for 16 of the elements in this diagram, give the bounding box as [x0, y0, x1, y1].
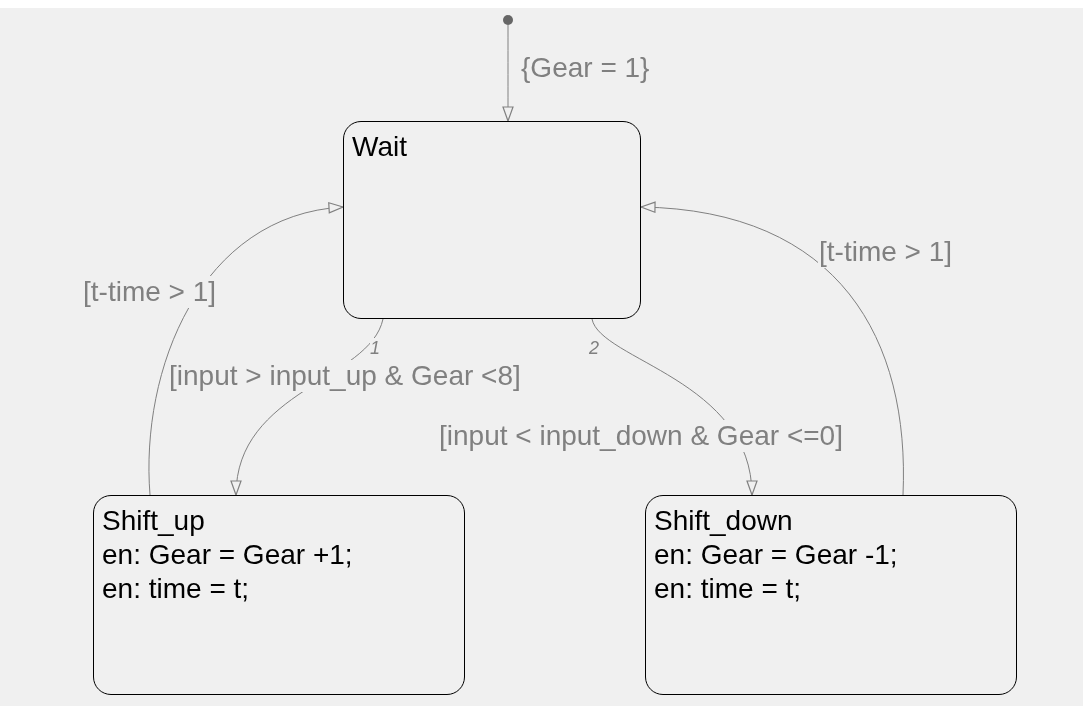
state-action: en: Gear = Gear -1; [654, 538, 898, 572]
edge-label: [t-time > 1] [82, 276, 218, 308]
state-action: en: time = t; [102, 572, 250, 606]
transition-arrow [148, 203, 344, 496]
edge-label: [input > input_up & Gear <8] [168, 360, 522, 392]
edge-label: [input < input_down & Gear <=0] [438, 420, 844, 452]
state-box [343, 121, 641, 319]
state-name: Wait [352, 130, 407, 164]
state-name: Shift_down [654, 504, 793, 538]
state-box [93, 495, 465, 695]
state-name: Shift_up [102, 504, 205, 538]
transition-arrow [502, 24, 514, 122]
state-box [645, 495, 1017, 695]
state-action: en: Gear = Gear +1; [102, 538, 353, 572]
transition-arrow [640, 202, 904, 496]
state-action: en: time = t; [654, 572, 802, 606]
